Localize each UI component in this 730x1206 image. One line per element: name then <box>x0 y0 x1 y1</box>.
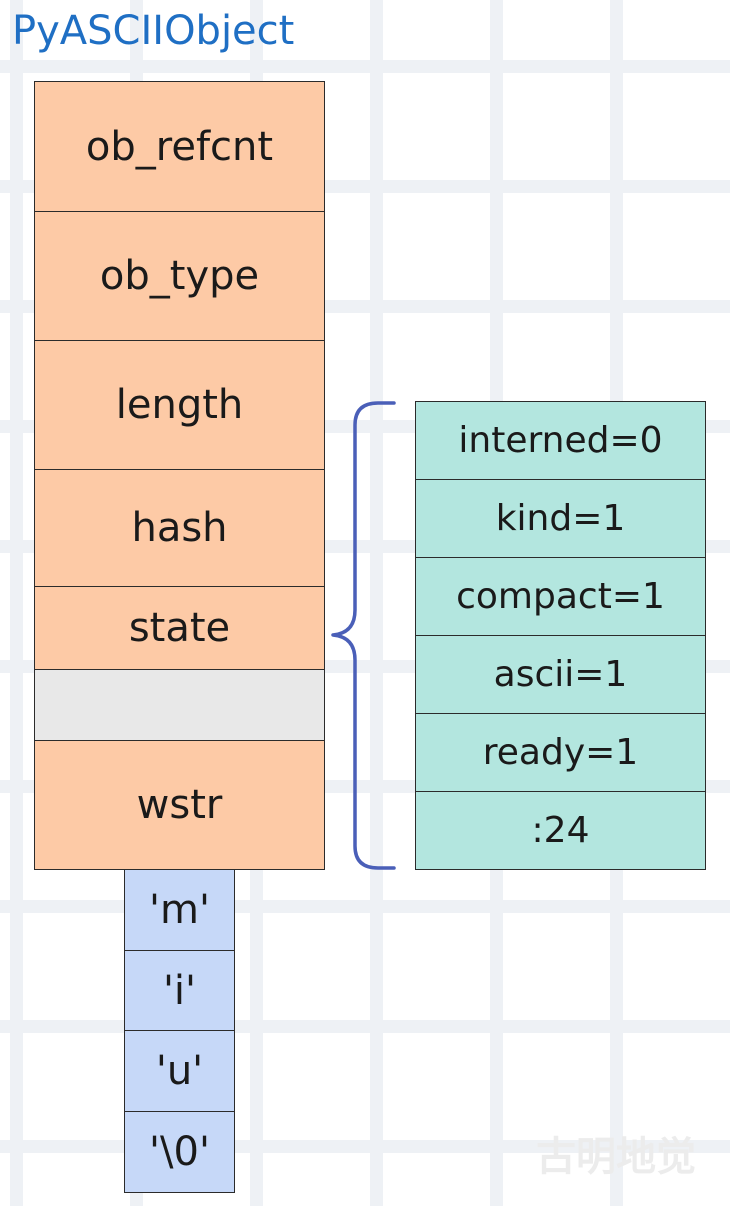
diagram-title: PyASCIIObject <box>12 8 295 54</box>
field-ob-refcnt: ob_refcnt <box>34 81 325 212</box>
state-bit-interned: interned=0 <box>415 401 706 480</box>
field-wstr: wstr <box>34 740 325 870</box>
state-bit-compact: compact=1 <box>415 557 706 636</box>
state-bit-ready: ready=1 <box>415 713 706 792</box>
char-cell-i: 'i' <box>124 950 235 1031</box>
char-cell-u: 'u' <box>124 1030 235 1112</box>
field-ob-type: ob_type <box>34 211 325 341</box>
watermark: 古明地觉 <box>536 1134 696 1180</box>
char-cell-null: '\0' <box>124 1111 235 1193</box>
field-state: state <box>34 586 325 670</box>
field-length: length <box>34 340 325 470</box>
state-bit-reserved: :24 <box>415 791 706 870</box>
char-cell-m: 'm' <box>124 869 235 951</box>
state-bit-ascii: ascii=1 <box>415 635 706 714</box>
field-padding <box>34 669 325 741</box>
